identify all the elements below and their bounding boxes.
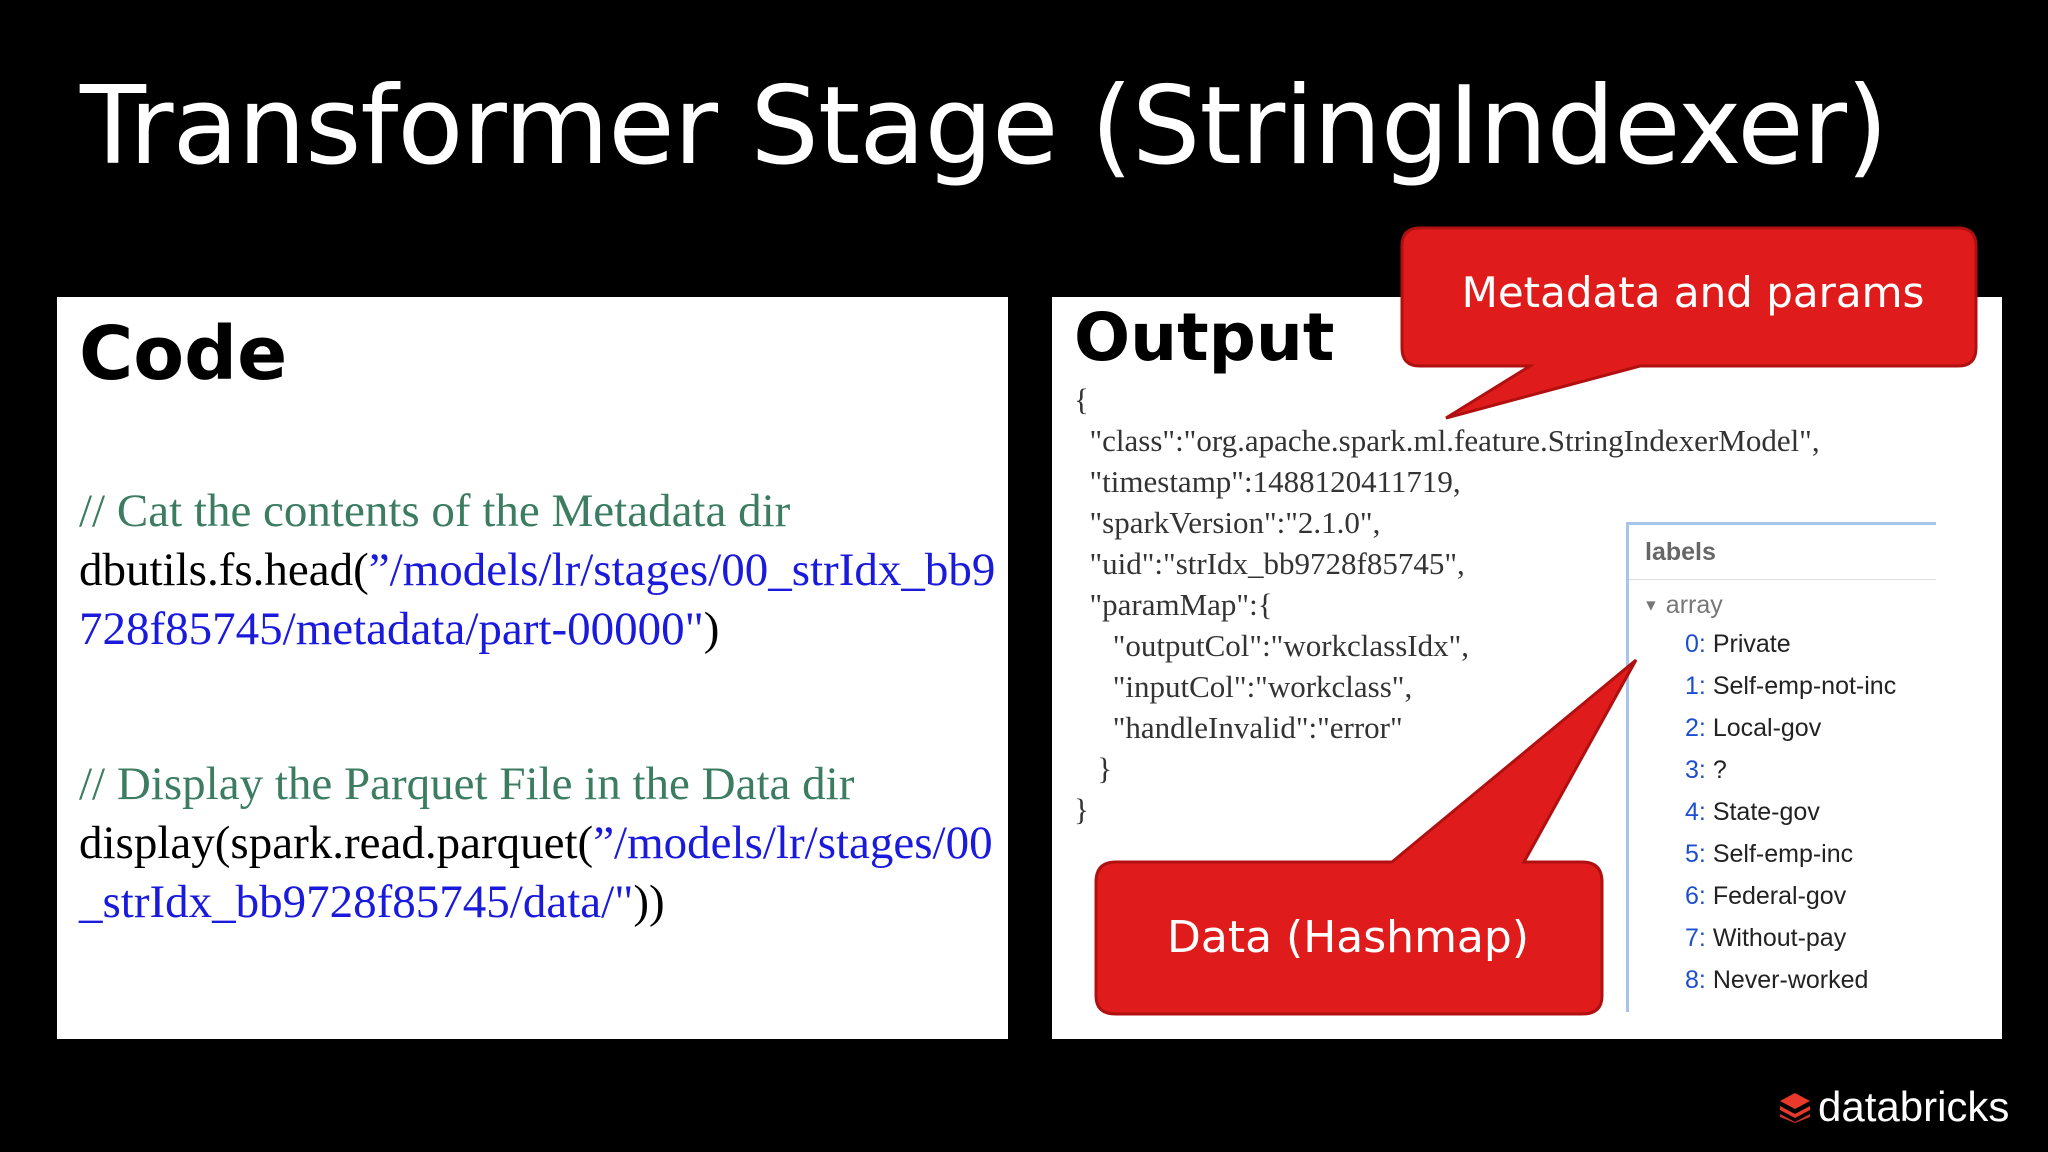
label-row: 6: Federal-gov — [1629, 875, 1936, 917]
label-value: Never-worked — [1712, 966, 1869, 995]
code-path-data: ”/models/lr/stages/00_strIdx_bb9728f8574… — [79, 817, 993, 928]
label-index: 8: — [1685, 966, 1706, 995]
caret-down-icon: ▼ — [1643, 597, 1659, 615]
label-value: Federal-gov — [1712, 882, 1847, 911]
label-value: Without-pay — [1712, 924, 1847, 953]
slide-title: Transformer Stage (StringIndexer) — [80, 64, 1888, 189]
label-row: 3: ? — [1629, 749, 1936, 791]
code-command-head: dbutils.fs.head( — [79, 544, 369, 596]
output-heading: Output — [1074, 299, 1335, 376]
label-index: 2: — [1685, 714, 1706, 743]
metadata-json: { "class":"org.apache.spark.ml.feature.S… — [1074, 382, 1820, 827]
label-row: 8: Never-worked — [1629, 959, 1936, 1001]
code-heading: Code — [79, 311, 288, 397]
labels-array-toggle[interactable]: ▼ array — [1629, 588, 1936, 623]
label-index: 3: — [1685, 756, 1706, 785]
databricks-logo-icon — [1780, 1093, 1810, 1123]
label-value: State-gov — [1712, 798, 1820, 827]
databricks-logo: databricks — [1778, 1082, 2009, 1132]
code-path-metadata: ”/models/lr/stages/00_strIdx_bb9728f8574… — [79, 544, 996, 655]
label-value: Local-gov — [1712, 714, 1822, 743]
labels-header: labels — [1629, 525, 1936, 580]
label-value: Private — [1712, 630, 1791, 659]
code-block-metadata: // Cat the contents of the Metadata dir d… — [79, 482, 999, 659]
code-comment-metadata: // Cat the contents of the Metadata dir — [79, 485, 791, 537]
label-row: 4: State-gov — [1629, 791, 1936, 833]
callout-bubble-data — [1094, 658, 1638, 1016]
label-index: 5: — [1685, 840, 1706, 869]
label-index: 4: — [1685, 798, 1706, 827]
code-panel: Code // Cat the contents of the Metadata… — [57, 297, 1008, 1039]
code-comment-data: // Display the Parquet File in the Data … — [79, 758, 855, 810]
code-closing-head: ) — [703, 603, 720, 655]
label-row: 5: Self-emp-inc — [1629, 833, 1936, 875]
label-row: 7: Without-pay — [1629, 917, 1936, 959]
label-index: 6: — [1685, 882, 1706, 911]
code-command-display: display(spark.read.parquet( — [79, 817, 594, 869]
label-row: 2: Local-gov — [1629, 707, 1936, 749]
label-index: 1: — [1685, 672, 1706, 701]
callout-data-text: Data (Hashmap) — [1167, 912, 1529, 963]
callout-bubble-metadata — [1400, 226, 1978, 420]
label-row: 0: Private — [1629, 623, 1936, 665]
callout-metadata-text: Metadata and params — [1461, 268, 1925, 317]
label-index: 7: — [1685, 924, 1706, 953]
labels-array-label: array — [1665, 591, 1723, 619]
label-row: 1: Self-emp-not-inc — [1629, 665, 1936, 707]
label-value: Self-emp-inc — [1712, 840, 1854, 869]
brand-name: databricks — [1818, 1083, 2010, 1130]
code-closing-display: )) — [633, 876, 665, 928]
code-block-data: // Display the Parquet File in the Data … — [79, 755, 999, 932]
label-value: Self-emp-not-inc — [1712, 672, 1897, 701]
label-index: 0: — [1685, 630, 1706, 659]
label-value: ? — [1712, 756, 1727, 785]
